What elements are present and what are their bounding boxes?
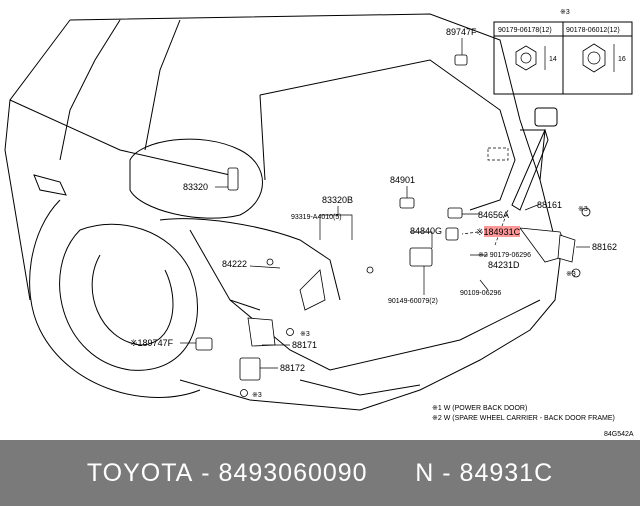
label-83320B: 83320B [322, 195, 353, 205]
table-col2: 90178-06012(12) [566, 27, 620, 34]
vehicle-body-outline [4, 13, 561, 411]
highlight-box [484, 226, 520, 237]
nut-table: 90179-06178(12) 90178-06012(12) 14 16 [493, 21, 633, 95]
label-84656A: 84656A [478, 210, 509, 220]
table-col1: 90179-06178(12) [498, 27, 552, 34]
label-88162: 88162 [592, 242, 617, 252]
table-dim2: 16 [618, 56, 626, 63]
label-ast3-a: ※3 [578, 206, 588, 213]
label-88172: 88172 [280, 363, 305, 373]
label-89747F-bottom: ※189747F [130, 338, 174, 348]
label-90109: 90109-06296 [460, 290, 501, 297]
label-83320: 83320 [183, 182, 208, 192]
label-84901: 84901 [390, 175, 415, 185]
label-84222: 84222 [222, 259, 247, 269]
table-dim1: 14 [549, 56, 557, 63]
label-90179-06296: ※2 90179-06296 [478, 252, 531, 259]
label-88161: 88161 [537, 200, 562, 210]
strut [511, 128, 549, 211]
part-labels: 89747F 84901 83320 83320B 93319-A4010(5)… [130, 9, 634, 438]
label-84931C: ※184931C [476, 227, 521, 237]
footer-brand: TOYOTA [86, 458, 194, 487]
label-ast3-e: ※3 [560, 9, 570, 16]
label-89747F-top: 89747F [446, 27, 477, 37]
label-93319: 93319-A4010(5) [291, 214, 342, 221]
nut-icon-1 [515, 45, 537, 71]
note-2: ※2 W (SPARE WHEEL CARRIER - BACK DOOR FR… [432, 415, 615, 422]
nut-icon-2 [582, 43, 606, 73]
footer-part-number: 8493060090 [218, 458, 368, 487]
label-90149: 90149-60079(2) [388, 298, 438, 305]
parts-diagram: 89747F 84901 83320 83320B 93319-A4010(5)… [4, 9, 634, 438]
label-ast3-b: ※3 [566, 271, 576, 278]
label-84231D: 84231D [488, 260, 520, 270]
note-1: ※1 W (POWER BACK DOOR) [432, 405, 527, 412]
parts [195, 54, 591, 397]
label-84840G: 84840G [410, 226, 442, 236]
part-footer: TOYOTA - 8493060090 N - 84931C [0, 440, 640, 506]
footer-callout: N - 84931C [415, 458, 554, 487]
label-ast3-d: ※3 [252, 392, 262, 399]
label-ast3-c: ※3 [300, 331, 310, 338]
label-88171: 88171 [292, 340, 317, 350]
leader-lines [180, 38, 590, 369]
reference-code: 84G542A [604, 431, 634, 438]
